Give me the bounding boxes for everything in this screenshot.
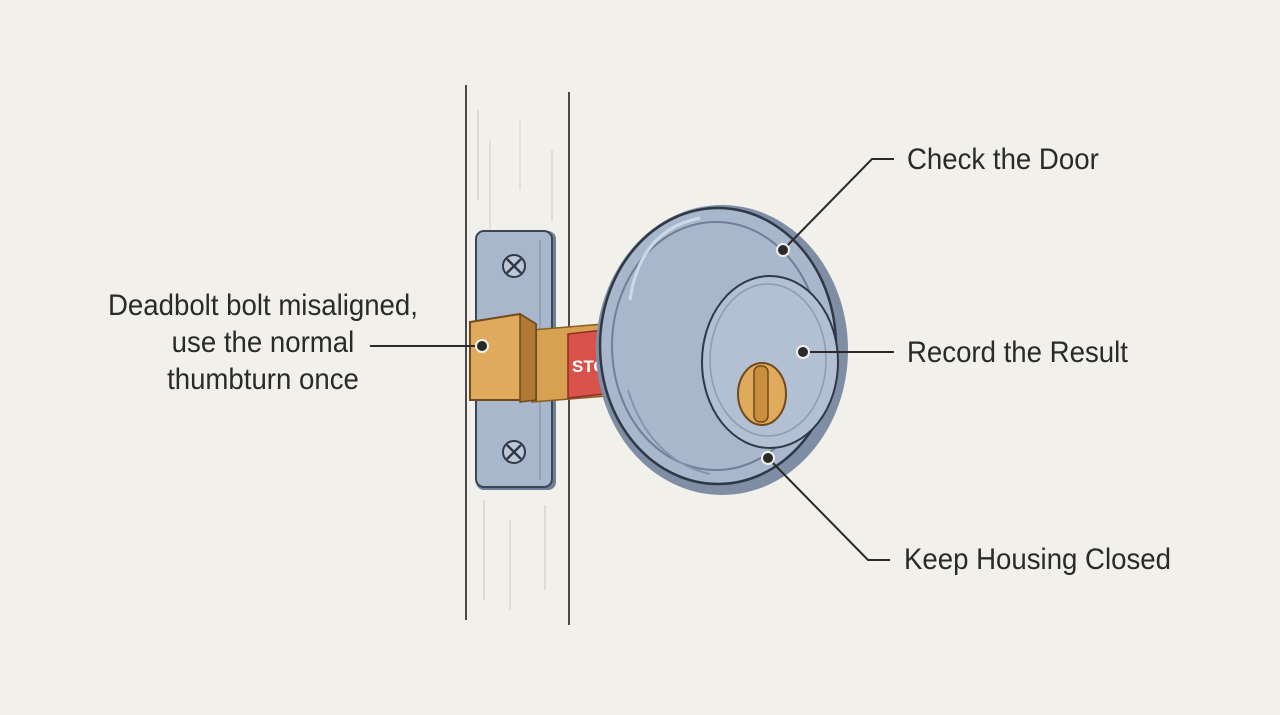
leader-dots	[475, 243, 810, 465]
callout-keep-housing-closed: Keep Housing Closed	[904, 543, 1171, 576]
leader-line-check	[782, 158, 894, 251]
thumbturn	[737, 362, 787, 426]
callout-bolt-misaligned: Deadbolt bolt misaligned, use the normal…	[108, 287, 418, 398]
leader-line-keep	[767, 457, 890, 561]
callout-bolt-line-2: use the normal	[171, 326, 355, 359]
callout-record-result: Record the Result	[907, 336, 1128, 369]
callout-bolt-line-1: Deadbolt bolt misaligned,	[108, 289, 418, 322]
callout-bolt-line-3: thumbturn once	[167, 363, 359, 396]
deadbolt-bolt	[469, 312, 537, 403]
keep-marker	[761, 451, 775, 465]
check-marker	[776, 243, 790, 257]
deadbolt-housing	[596, 205, 848, 495]
stop-tape: STO	[531, 323, 607, 403]
callout-check-door: Check the Door	[907, 143, 1099, 176]
record-marker	[796, 345, 810, 359]
leader-lines	[370, 158, 894, 561]
screw-icon	[502, 254, 526, 278]
screw-icon	[502, 440, 526, 464]
bolt-marker	[475, 339, 489, 353]
